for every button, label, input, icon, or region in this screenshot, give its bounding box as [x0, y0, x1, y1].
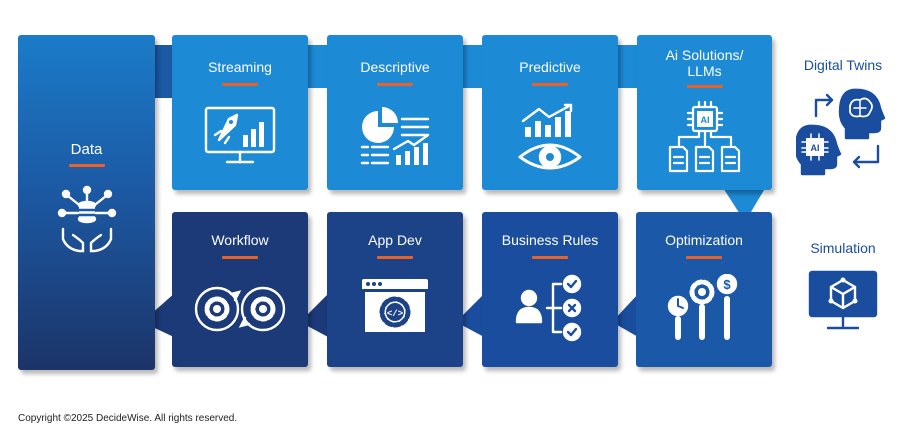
arrow-appdev-to-workflow	[300, 292, 330, 338]
tile-data-label: Data	[70, 141, 103, 158]
ai-head-twins-icon: AI	[796, 88, 886, 176]
tile-workflow[interactable]: Workflow	[172, 212, 308, 367]
tile-app-dev[interactable]: App Dev </>	[327, 212, 463, 367]
arrow-optimization-to-business	[612, 292, 640, 338]
tile-optimization-label: Optimization	[665, 232, 743, 248]
tile-streaming-underline	[222, 83, 258, 86]
ai-chip-text: AI	[700, 115, 709, 125]
tile-predictive-underline	[532, 83, 568, 86]
arrow-workflow-to-data	[142, 292, 176, 338]
tile-ai-underline	[686, 85, 723, 88]
tile-descriptive-label: Descriptive	[360, 59, 430, 75]
tile-descriptive[interactable]: Descriptive	[327, 35, 463, 190]
gauge-gear-dollar-icon: $	[667, 274, 738, 340]
rocket-chart-monitor-icon	[204, 106, 276, 164]
tile-optimization-underline	[686, 256, 722, 259]
tile-business-label: Business Rules	[501, 232, 599, 248]
arrow-ai-to-optimization	[718, 180, 770, 222]
person-decisions-icon	[515, 274, 582, 342]
cycling-gears-icon	[194, 286, 286, 332]
tile-ai-label-line1: Ai Solutions/	[665, 47, 744, 63]
code-glyph: </>	[387, 309, 403, 319]
tile-appdev-underline	[377, 256, 413, 259]
tile-workflow-label: Workflow	[211, 232, 269, 248]
tile-data[interactable]: Data	[18, 35, 155, 370]
report-pie-chart-icon	[360, 107, 430, 165]
arrow-business-to-appdev	[456, 292, 486, 338]
data-hub-icon	[57, 185, 116, 253]
tile-predictive[interactable]: Predictive	[482, 35, 618, 190]
tile-ai-solutions[interactable]: Ai Solutions/ LLMs AI	[637, 35, 772, 190]
tile-streaming[interactable]: Streaming	[172, 35, 308, 190]
tile-descriptive-underline	[377, 83, 413, 86]
tile-data-underline	[68, 164, 105, 167]
tile-ai-label-line2: LLMs	[687, 63, 722, 79]
eye-growth-chart-icon	[518, 103, 582, 170]
cube-monitor-icon	[808, 270, 878, 330]
tile-appdev-label: App Dev	[368, 232, 422, 248]
dollar-glyph: $	[723, 277, 731, 292]
tile-predictive-label: Predictive	[519, 59, 581, 75]
code-window-gear-icon: </>	[362, 279, 428, 335]
ai-chip-documents-icon: AI	[668, 101, 740, 173]
tile-business-underline	[532, 256, 568, 259]
tile-business-rules[interactable]: Business Rules	[482, 212, 618, 367]
tile-streaming-label: Streaming	[208, 59, 272, 75]
digital-twins-label: Digital Twins	[803, 57, 883, 73]
simulation-label: Simulation	[810, 240, 876, 256]
tile-workflow-underline	[222, 256, 258, 259]
tile-optimization[interactable]: Optimization $	[636, 212, 772, 367]
twins-ai-text: AI	[811, 143, 820, 153]
copyright-notice: Copyright ©2025 DecideWise. All rights r…	[18, 413, 238, 424]
